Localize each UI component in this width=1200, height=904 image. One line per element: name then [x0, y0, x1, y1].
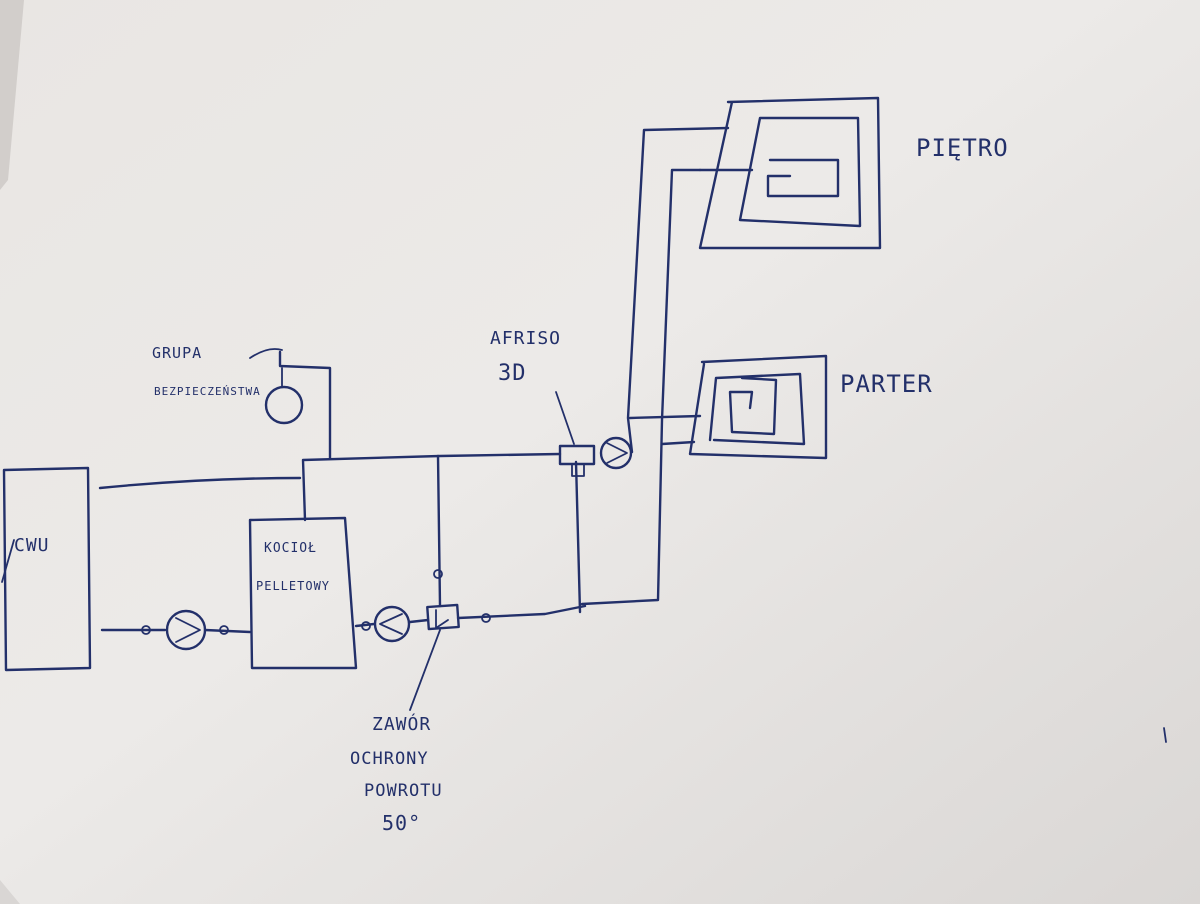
mixing-valve-leader: [555, 391, 575, 445]
cwu-stroke: [1, 539, 15, 583]
safety-group-cap: [249, 348, 283, 359]
bypass-pipe-left: [436, 454, 442, 608]
boiler-pump-icon: [373, 605, 411, 643]
bypass-pipe-right: [574, 460, 582, 614]
mixing-valve-label: 3D: [498, 361, 527, 386]
heating-supply-pipe: [626, 126, 730, 454]
ground-floor-coil: [688, 354, 828, 460]
heating-pump-arrow: [606, 442, 628, 464]
cwu-supply-pipe: [98, 476, 302, 490]
heating-return-pipe: [580, 168, 702, 606]
parter-return-pipe: [660, 440, 696, 446]
return-protection-valve-inner: [435, 609, 449, 629]
safety-group-label: BEZPIECZEŃSTWA: [154, 385, 261, 398]
stray-mark: [1163, 727, 1167, 743]
mixing-valve-label: AFRISO: [490, 328, 561, 349]
safety-group-pipe: [278, 350, 332, 460]
paper-shadow-left: [0, 0, 24, 190]
boiler-label: KOCIOŁ: [264, 541, 317, 556]
pellet-boiler: [248, 516, 358, 670]
parter-supply-pipe: [628, 414, 702, 420]
return-valve-label: 50°: [382, 811, 421, 835]
return-valve-leader: [409, 629, 441, 711]
return-valve-label: POWROTU: [364, 781, 443, 801]
boiler-label: PELLETOWY: [256, 579, 330, 593]
safety-group-label: GRUPA: [152, 344, 202, 362]
cwu-pump-icon: [165, 609, 207, 651]
cwu-tank: [2, 466, 92, 672]
upper-floor-label: PIĘTRO: [916, 134, 1009, 162]
valve-marker-icon: [433, 569, 443, 579]
valve-marker-icon: [141, 625, 151, 635]
boiler-riser-pipe: [301, 452, 562, 522]
expansion-vessel-icon: [264, 385, 304, 425]
mixing-valve-stem: [571, 463, 585, 477]
cwu-label: CWU: [14, 535, 50, 556]
heating-pump-icon: [599, 436, 633, 470]
boiler-pump-arrow: [379, 613, 403, 635]
cwu-pump-arrow: [175, 617, 201, 643]
boiler-return-pipe: [354, 604, 587, 628]
mixing-valve-icon: [558, 444, 596, 466]
valve-marker-icon: [481, 613, 491, 623]
upper-floor-coil: [698, 96, 882, 250]
return-valve-label: OCHRONY: [350, 749, 429, 769]
return-protection-valve-icon: [426, 603, 460, 631]
valve-marker-icon: [361, 621, 371, 631]
valve-marker-icon: [219, 625, 229, 635]
return-valve-label: ZAWÓR: [372, 713, 431, 735]
ground-floor-label: PARTER: [840, 370, 933, 398]
